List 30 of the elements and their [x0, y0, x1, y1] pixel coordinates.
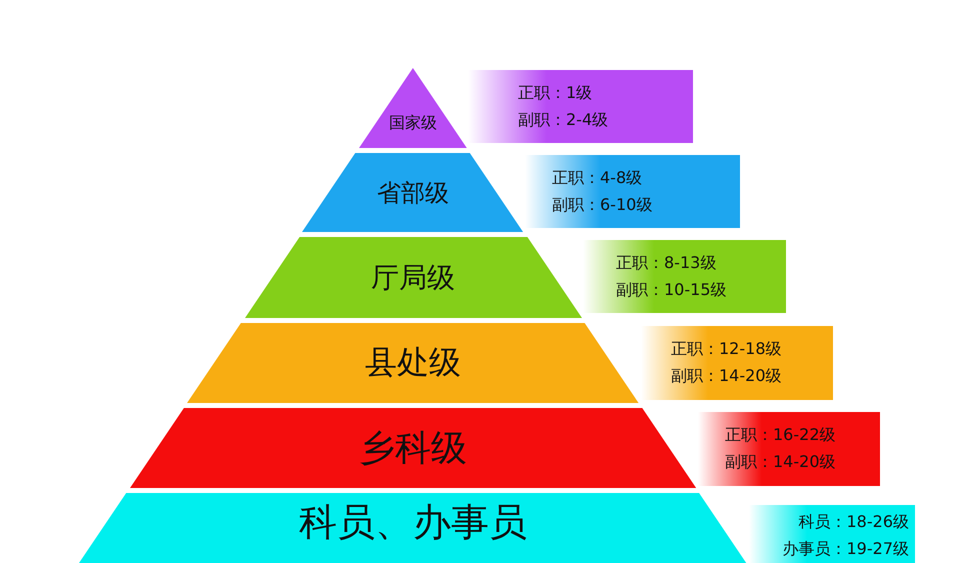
grade-band — [641, 326, 833, 400]
grade-range: 正职：4-8级 — [552, 168, 644, 188]
level-name: 国家级 — [388, 113, 437, 134]
grade-range: 正职：12-18级 — [671, 339, 782, 360]
level-name: 省部级 — [376, 178, 449, 208]
grade-band — [468, 70, 693, 143]
grade-range: 正职：1级 — [518, 82, 594, 104]
grade-range: 副职：14-20级 — [671, 366, 782, 387]
grade-range: 正职：16-22级 — [725, 425, 836, 446]
pyramid-layer — [244, 237, 582, 318]
pyramid-layer — [302, 153, 524, 232]
pyramid-layer — [130, 408, 696, 488]
level-name: 厅局级 — [371, 260, 455, 296]
grade-range: 正职：8-13级 — [616, 252, 718, 274]
pyramid-layer — [359, 68, 467, 148]
grade-band — [583, 240, 786, 313]
grade-band — [698, 412, 880, 486]
level-name: 县处级 — [364, 342, 461, 383]
grade-range: 副职：14-20级 — [725, 452, 836, 473]
grade-band — [525, 155, 740, 228]
grade-range: 副职：10-15级 — [616, 280, 726, 300]
pyramid-layer — [79, 493, 747, 563]
grade-range: 副职：6-10级 — [552, 194, 652, 216]
grade-range: 办事员：19-27级 — [782, 539, 909, 560]
grade-range: 科员：18-26级 — [798, 512, 909, 533]
grade-band — [749, 505, 915, 563]
level-name: 乡科级 — [358, 426, 467, 470]
pyramid-layer — [187, 323, 639, 403]
level-name: 科员、办事员 — [298, 498, 527, 546]
grade-range: 副职：2-4级 — [518, 110, 608, 130]
